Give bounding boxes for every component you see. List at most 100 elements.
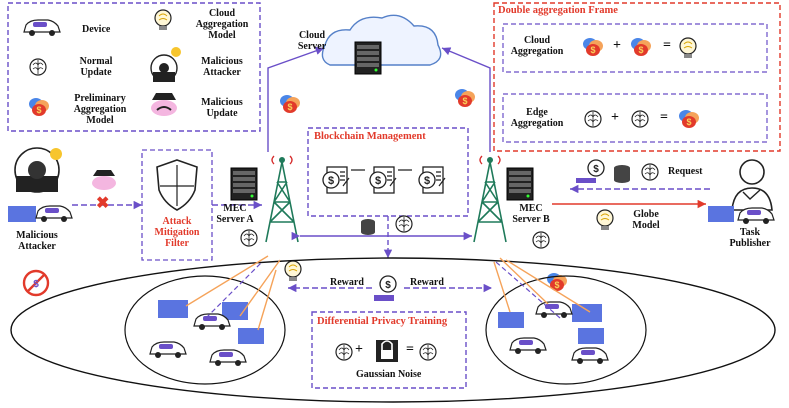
mec-server-a-label: MEC Server A bbox=[216, 203, 254, 225]
task-publisher-label: Task Publisher bbox=[729, 227, 771, 249]
car-icon bbox=[23, 19, 61, 37]
legend-label-device: Device bbox=[82, 24, 111, 35]
screen-icon bbox=[498, 312, 524, 328]
plus-sign: + bbox=[355, 342, 363, 357]
svg-text:$: $ bbox=[593, 164, 599, 175]
brain-icon bbox=[532, 231, 550, 249]
uplink-line bbox=[493, 257, 591, 313]
cloud-aggregation-label: Cloud Aggregation bbox=[510, 35, 564, 57]
car-icon bbox=[535, 301, 573, 319]
car-icon bbox=[571, 347, 609, 365]
money-hand-icon: $ bbox=[576, 159, 605, 183]
ledger-icon bbox=[322, 166, 350, 194]
task-publisher-icon bbox=[731, 159, 773, 211]
car-icon bbox=[737, 207, 775, 225]
legend-box bbox=[7, 2, 261, 132]
pink-brain-mustache-icon bbox=[151, 93, 177, 116]
server-icon bbox=[230, 167, 258, 201]
tower-icon bbox=[473, 155, 507, 243]
legend-label-malicious-update: Malicious Update bbox=[201, 97, 243, 119]
brain-icon bbox=[240, 229, 258, 247]
cluster-left bbox=[124, 275, 286, 385]
mec-server-b-label: MEC Server B bbox=[512, 203, 550, 225]
server-icon bbox=[506, 167, 534, 201]
screen-icon bbox=[8, 206, 36, 222]
screen-icon bbox=[572, 304, 602, 322]
stacked-brains-icon bbox=[679, 110, 699, 128]
ledger-icon bbox=[418, 166, 446, 194]
stacked-brains-icon bbox=[631, 38, 651, 56]
lightbulb-brain-icon bbox=[596, 209, 614, 231]
blocked-cross-icon: ✖ bbox=[96, 195, 110, 212]
cloud-icon bbox=[321, 14, 442, 66]
arrow-to-cloud bbox=[267, 46, 325, 152]
svg-text:$: $ bbox=[385, 280, 391, 291]
edge-aggregation-label: Edge Aggregation bbox=[510, 107, 564, 129]
svg-text:$: $ bbox=[33, 279, 39, 290]
uplink-line bbox=[185, 255, 281, 331]
filter-label: Attack Mitigation Filter bbox=[154, 216, 200, 249]
arrow-to-cloud bbox=[441, 47, 491, 152]
legend-label-preliminary-model: Preliminary Aggregation Model bbox=[73, 93, 127, 126]
stacked-brains-icon bbox=[583, 38, 603, 56]
stacked-brains-icon bbox=[455, 89, 475, 107]
equals-sign: = bbox=[660, 110, 668, 125]
car-icon bbox=[509, 337, 547, 355]
brain-icon bbox=[641, 163, 659, 181]
privacy-title: Differential Privacy Training bbox=[317, 316, 448, 327]
double-aggregation-box bbox=[493, 2, 781, 152]
ledger-icon bbox=[369, 166, 397, 194]
reward-label-right: Reward bbox=[410, 277, 444, 288]
tower-icon bbox=[265, 155, 299, 243]
car-icon bbox=[193, 313, 231, 331]
screen-icon bbox=[158, 300, 188, 318]
equals-sign: = bbox=[663, 38, 671, 53]
request-label: Request bbox=[668, 166, 703, 177]
equals-sign: = bbox=[406, 342, 414, 357]
brain-icon bbox=[29, 58, 47, 76]
car-icon bbox=[149, 341, 187, 359]
legend-label-cloud-model: Cloud Aggregation Model bbox=[195, 8, 249, 41]
brain-icon bbox=[419, 343, 437, 361]
server-icon bbox=[354, 41, 382, 75]
legend-label-malicious-attacker: Malicious Attacker bbox=[201, 56, 243, 78]
brain-icon bbox=[395, 215, 413, 233]
pink-brain-mustache-icon bbox=[92, 170, 116, 190]
cluster-right bbox=[485, 275, 647, 385]
money-hand-icon: $ bbox=[374, 275, 397, 301]
no-money-icon: $ bbox=[22, 269, 50, 297]
shield-icon bbox=[156, 159, 198, 211]
reward-label-left: Reward bbox=[330, 277, 364, 288]
screen-icon bbox=[238, 328, 264, 344]
gaussian-noise-label: Gaussian Noise bbox=[356, 369, 422, 380]
plus-sign: + bbox=[611, 110, 619, 125]
legend-label-normal-update: Normal Update bbox=[79, 56, 113, 78]
privacy-box bbox=[311, 311, 467, 389]
brain-icon bbox=[584, 110, 602, 128]
brain-icon bbox=[631, 110, 649, 128]
lightbulb-brain-icon bbox=[154, 9, 172, 31]
blockchain-title: Blockchain Management bbox=[314, 131, 426, 142]
database-icon bbox=[614, 165, 630, 183]
coverage-ellipse bbox=[10, 257, 776, 403]
lightbulb-brain-icon bbox=[284, 260, 302, 282]
database-icon bbox=[361, 219, 375, 235]
brain-icon bbox=[335, 343, 353, 361]
malicious-attacker-label: Malicious Attacker bbox=[16, 230, 58, 252]
car-icon bbox=[35, 205, 73, 223]
lock-icon bbox=[376, 340, 398, 362]
lightbulb-brain-icon bbox=[679, 37, 697, 59]
double-aggregation-title: Double aggregation Frame bbox=[498, 5, 618, 16]
screen-icon bbox=[578, 328, 604, 344]
hacker-icon bbox=[14, 147, 62, 193]
hacker-icon bbox=[150, 47, 181, 82]
stacked-brains-icon bbox=[280, 95, 300, 113]
screen-icon bbox=[222, 302, 248, 320]
plus-sign: + bbox=[613, 38, 621, 53]
car-icon bbox=[209, 349, 247, 367]
stacked-brains-icon bbox=[29, 98, 49, 116]
cloud-server-label: Cloud Server bbox=[297, 30, 327, 52]
screen-icon bbox=[708, 206, 734, 222]
